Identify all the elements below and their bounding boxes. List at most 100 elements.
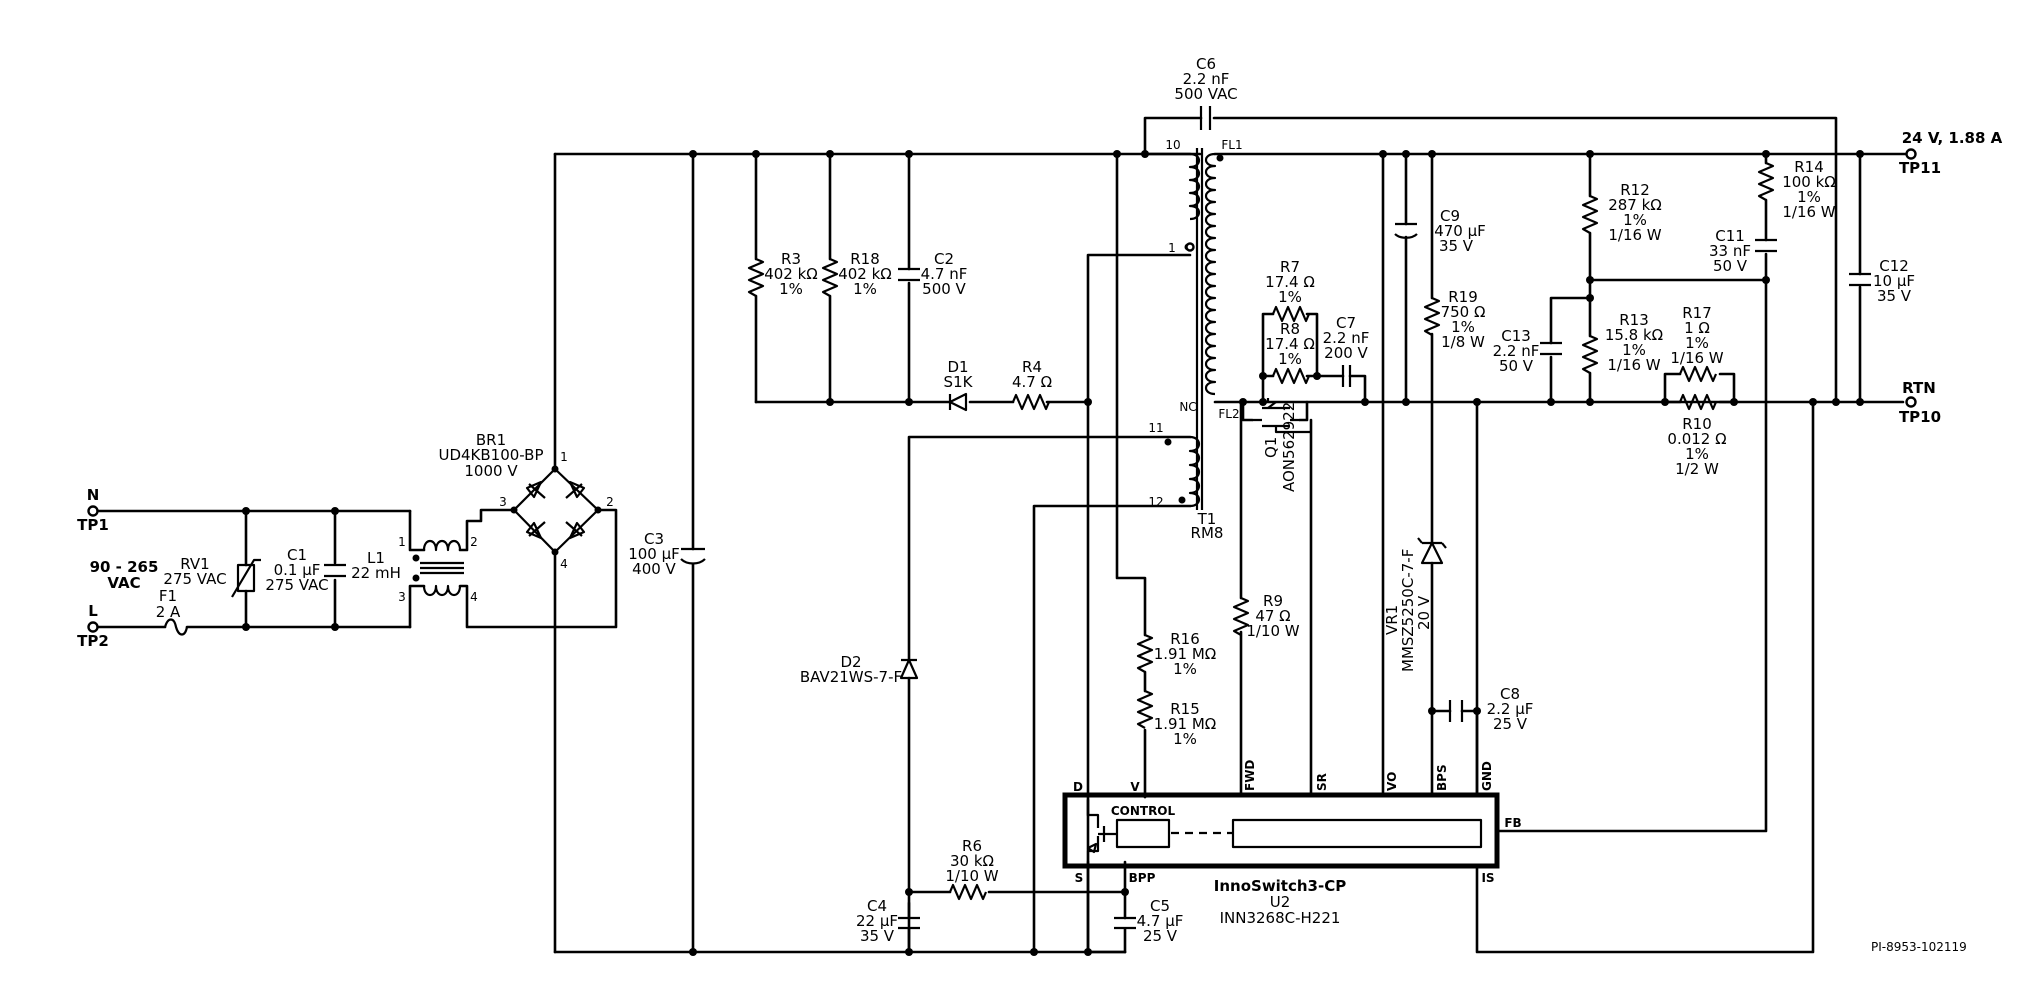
t1-core: RM8 bbox=[1191, 524, 1224, 542]
fuse-f1 bbox=[163, 618, 189, 636]
ic-u2 bbox=[1062, 792, 1500, 869]
r19-tolerance: 1% bbox=[1451, 318, 1475, 336]
r19-ref: R19 bbox=[1448, 288, 1478, 306]
resistor-r7 bbox=[1271, 305, 1311, 323]
r12-value: 287 kΩ bbox=[1608, 196, 1662, 214]
r10-value: 0.012 Ω bbox=[1667, 430, 1726, 448]
u2-pin-d: D bbox=[1073, 780, 1083, 794]
resistor-r18 bbox=[821, 257, 839, 297]
resistor-r16 bbox=[1136, 633, 1154, 673]
c12-value: 10 µF bbox=[1873, 272, 1915, 290]
c4-value: 22 µF bbox=[856, 912, 898, 930]
r18-value: 402 kΩ bbox=[838, 265, 892, 283]
wires bbox=[96, 116, 1907, 954]
l1-ref: L1 bbox=[367, 549, 385, 567]
mosfet-q1 bbox=[1252, 398, 1311, 434]
br1-pin-2: 2 bbox=[606, 495, 614, 509]
r15-tolerance: 1% bbox=[1173, 730, 1197, 748]
r10-ref: R10 bbox=[1682, 415, 1712, 433]
c5-rating: 25 V bbox=[1143, 927, 1178, 945]
bridge-br1 bbox=[512, 467, 600, 554]
r16-ref: R16 bbox=[1170, 630, 1200, 648]
resistor-r15 bbox=[1136, 689, 1154, 729]
input-voltage-label: 90 - 265 bbox=[90, 558, 159, 576]
br1-pin-4: 4 bbox=[560, 557, 568, 571]
r6-value: 30 kΩ bbox=[950, 852, 994, 870]
r8-ref: R8 bbox=[1280, 320, 1300, 338]
l1-pin-4: 4 bbox=[470, 590, 478, 604]
capacitor-c13 bbox=[1540, 341, 1562, 356]
junction-dots bbox=[242, 150, 1864, 956]
c7-ref: C7 bbox=[1336, 314, 1356, 332]
r9-power: 1/10 W bbox=[1246, 622, 1299, 640]
r14-power: 1/16 W bbox=[1782, 203, 1835, 221]
u2-pin-gnd: GND bbox=[1480, 761, 1494, 791]
r3-ref: R3 bbox=[781, 250, 801, 268]
c9-rating: 35 V bbox=[1439, 237, 1474, 255]
u2-pin-bps: BPS bbox=[1435, 764, 1449, 791]
t1-pin-fl2: FL2 bbox=[1218, 407, 1239, 421]
capacitor-c5 bbox=[1114, 916, 1136, 930]
r13-ref: R13 bbox=[1619, 311, 1649, 329]
capacitor-c3 bbox=[680, 547, 706, 565]
l1-pin-3: 3 bbox=[398, 590, 406, 604]
varistor-rv1 bbox=[236, 563, 256, 593]
resistor-r19 bbox=[1423, 296, 1441, 336]
l1-value: 22 mH bbox=[351, 564, 401, 582]
resistor-r4 bbox=[1011, 393, 1051, 411]
terminal-tp1-label: TP1 bbox=[77, 516, 109, 534]
r13-value: 15.8 kΩ bbox=[1605, 326, 1663, 344]
r4-value: 4.7 Ω bbox=[1012, 373, 1052, 391]
output-voltage-label: 24 V, 1.88 A bbox=[1902, 129, 2003, 147]
r18-ref: R18 bbox=[850, 250, 880, 268]
r12-tolerance: 1% bbox=[1623, 211, 1647, 229]
c1-value: 0.1 µF bbox=[274, 561, 321, 579]
c12-rating: 35 V bbox=[1877, 287, 1912, 305]
control-block-label: CONTROL bbox=[1111, 804, 1176, 818]
terminal-tp11-label: TP11 bbox=[1899, 159, 1941, 177]
r10-power: 1/2 W bbox=[1675, 460, 1719, 478]
c4-ref: C4 bbox=[867, 897, 887, 915]
r12-power: 1/16 W bbox=[1608, 226, 1661, 244]
f1-ref: F1 bbox=[159, 587, 177, 605]
transformer-t1 bbox=[1164, 148, 1224, 510]
u2-pin-sr: SR bbox=[1315, 773, 1329, 791]
r6-power: 1/10 W bbox=[945, 867, 998, 885]
capacitor-c7 bbox=[1341, 365, 1352, 387]
d2-ref: D2 bbox=[840, 653, 861, 671]
c11-value: 33 nF bbox=[1709, 242, 1751, 260]
terminal-n-label: N bbox=[87, 486, 100, 504]
resistor-r14 bbox=[1757, 161, 1775, 201]
resistor-r10 bbox=[1678, 393, 1718, 411]
capacitor-c11 bbox=[1755, 238, 1777, 253]
t1-pin-12: 12 bbox=[1148, 495, 1163, 509]
r19-value: 750 Ω bbox=[1441, 303, 1486, 321]
r18-tolerance: 1% bbox=[853, 280, 877, 298]
c2-ref: C2 bbox=[934, 250, 954, 268]
r8-tolerance: 1% bbox=[1278, 350, 1302, 368]
c9-ref: C9 bbox=[1440, 207, 1460, 225]
u2-pin-is: IS bbox=[1481, 871, 1494, 885]
resistor-r13 bbox=[1581, 334, 1599, 374]
u2-pin-fwd: FWD bbox=[1243, 760, 1257, 791]
br1-value: UD4KB100-BP bbox=[438, 446, 543, 464]
r7-ref: R7 bbox=[1280, 258, 1300, 276]
c3-ref: C3 bbox=[644, 530, 664, 548]
br1-rating: 1000 V bbox=[464, 462, 518, 480]
c3-rating: 400 V bbox=[632, 560, 676, 578]
drawing-id: PI-8953-102119 bbox=[1871, 940, 1967, 954]
u2-pin-s: S bbox=[1075, 871, 1084, 885]
c5-ref: C5 bbox=[1150, 897, 1170, 915]
c13-rating: 50 V bbox=[1499, 357, 1534, 375]
r19-power: 1/8 W bbox=[1441, 333, 1485, 351]
c6-value: 2.2 nF bbox=[1183, 70, 1230, 88]
r16-tolerance: 1% bbox=[1173, 660, 1197, 678]
vr1-voltage: 20 V bbox=[1415, 595, 1433, 630]
choke-l1 bbox=[422, 539, 462, 552]
r16-value: 1.91 MΩ bbox=[1154, 645, 1217, 663]
t1-pin-fl1: FL1 bbox=[1221, 138, 1242, 152]
capacitor-c6 bbox=[1199, 106, 1212, 130]
c4-rating: 35 V bbox=[860, 927, 895, 945]
c7-rating: 200 V bbox=[1324, 344, 1368, 362]
capacitor-c2 bbox=[898, 267, 920, 282]
